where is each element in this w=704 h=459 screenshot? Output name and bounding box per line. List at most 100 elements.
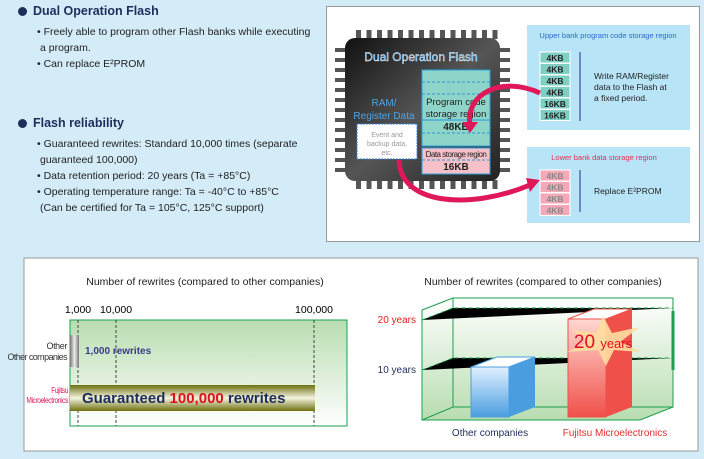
upper-bank-note: data to the Flash at bbox=[594, 82, 667, 92]
tick-label: 100,000 bbox=[295, 304, 333, 316]
feature-bullets-dual: • Freely able to program other Flash ban… bbox=[37, 24, 310, 72]
arrow-head-icon bbox=[526, 178, 540, 192]
pin bbox=[335, 108, 346, 112]
pin bbox=[499, 128, 510, 132]
event-label: Event and bbox=[371, 132, 403, 139]
bar-side-1 bbox=[606, 309, 632, 417]
bar-fujitsu bbox=[70, 385, 315, 411]
pin bbox=[335, 138, 346, 142]
pin bbox=[387, 30, 393, 39]
pin bbox=[499, 148, 510, 152]
chip-title: Dual Operation Flash bbox=[364, 50, 477, 64]
program-region bbox=[421, 69, 491, 147]
bullet-icon bbox=[18, 119, 27, 128]
memory-block-label: 4KB bbox=[546, 183, 563, 193]
pin bbox=[499, 88, 510, 92]
pin bbox=[440, 180, 445, 189]
chart-title: Number of rewrites (compared to other co… bbox=[86, 276, 324, 288]
bullet-icon bbox=[18, 7, 27, 16]
pin bbox=[499, 98, 510, 102]
program-region-label: Program code bbox=[426, 97, 486, 108]
memory-block-label: 4KB bbox=[546, 65, 563, 75]
heading: Flash reliability bbox=[33, 116, 125, 130]
bar-side-0 bbox=[509, 357, 535, 417]
data-region-label: Data storage region bbox=[426, 150, 487, 159]
replace-arrow bbox=[396, 159, 531, 203]
upper-bank-note: a fixed period. bbox=[594, 93, 647, 103]
pin bbox=[499, 118, 510, 122]
tick-label: 10,000 bbox=[100, 304, 132, 316]
memory-block-label: 4KB bbox=[546, 76, 563, 86]
pin bbox=[356, 30, 361, 39]
feature-title-dual: Dual Operation Flash bbox=[18, 4, 159, 18]
pin bbox=[377, 180, 382, 189]
memory-block bbox=[539, 204, 571, 216]
pin bbox=[471, 30, 477, 39]
pin bbox=[335, 98, 346, 102]
category-label: Other companies bbox=[7, 352, 68, 362]
category-label: Fujitsu Microelectronics bbox=[563, 428, 667, 439]
pin bbox=[335, 88, 346, 92]
pin bbox=[499, 78, 510, 82]
bar-other-companies bbox=[70, 335, 79, 367]
bullet: • Freely able to program other Flash ban… bbox=[37, 26, 311, 38]
pin bbox=[429, 180, 435, 189]
pin bbox=[335, 68, 346, 72]
pin bbox=[419, 30, 424, 39]
bullet: • Can replace E²PROM bbox=[37, 58, 146, 70]
pin bbox=[482, 180, 487, 189]
pin bbox=[499, 58, 510, 62]
bullet: a program. bbox=[40, 42, 91, 54]
badge-label: 20 years bbox=[574, 332, 633, 353]
program-region-label: storage region bbox=[426, 109, 487, 120]
tick-label: 20 years bbox=[378, 315, 416, 326]
heading: Dual Operation Flash bbox=[33, 4, 159, 18]
memory-block-label: 16KB bbox=[544, 99, 566, 109]
pin bbox=[450, 180, 456, 189]
ram-label: RAM/ bbox=[372, 98, 397, 109]
tick-label: 1,000 bbox=[65, 304, 91, 316]
memory-block-label: 16KB bbox=[544, 111, 566, 121]
ram-label: Register Data bbox=[353, 111, 415, 122]
event-label: backup data, bbox=[367, 141, 407, 148]
write-arrow bbox=[467, 83, 542, 126]
memory-block-label: 4KB bbox=[546, 171, 563, 181]
pin bbox=[429, 30, 435, 39]
pin bbox=[366, 180, 372, 189]
pin bbox=[335, 78, 346, 82]
pin bbox=[450, 30, 456, 39]
upper-bank-note: Write RAM/Register bbox=[594, 71, 669, 81]
pin bbox=[398, 30, 403, 39]
event-label: etc. bbox=[381, 150, 392, 157]
pin bbox=[461, 30, 466, 39]
pin bbox=[335, 148, 346, 152]
pin bbox=[471, 180, 477, 189]
pin bbox=[335, 48, 346, 52]
feature-title-reliability: Flash reliability bbox=[18, 116, 124, 130]
pin bbox=[335, 158, 346, 162]
pin bbox=[492, 180, 498, 189]
pin bbox=[366, 30, 372, 39]
data-label: 1,000 rewrites bbox=[85, 346, 152, 357]
arrow-head-icon bbox=[462, 122, 478, 133]
lower-bank-note: Replace E²PROM bbox=[594, 186, 662, 196]
pin bbox=[461, 180, 466, 189]
chart-title: Number of rewrites (compared to other co… bbox=[424, 276, 662, 288]
pin bbox=[335, 58, 346, 62]
bullet: • Data retention period: 20 years (Ta = … bbox=[37, 170, 251, 182]
memory-block-label: 4KB bbox=[546, 53, 563, 63]
pin bbox=[335, 128, 346, 132]
pin bbox=[499, 48, 510, 52]
pin bbox=[499, 68, 510, 72]
pin bbox=[440, 30, 445, 39]
feature-bullets-reliability: • Guaranteed rewrites: Standard 10,000 t… bbox=[37, 136, 298, 216]
pin bbox=[356, 180, 361, 189]
data-region bbox=[421, 147, 491, 175]
memory-block bbox=[539, 109, 571, 121]
bullet: • Operating temperature range: Ta = -40°… bbox=[37, 186, 279, 198]
bar-other-companies bbox=[470, 366, 510, 418]
upper-bank-title: Upper bank program code storage region bbox=[539, 31, 676, 40]
event-box bbox=[356, 123, 418, 160]
category-label: Fujitsu Microelectronics bbox=[26, 385, 68, 405]
memory-block-label: 4KB bbox=[546, 88, 563, 98]
